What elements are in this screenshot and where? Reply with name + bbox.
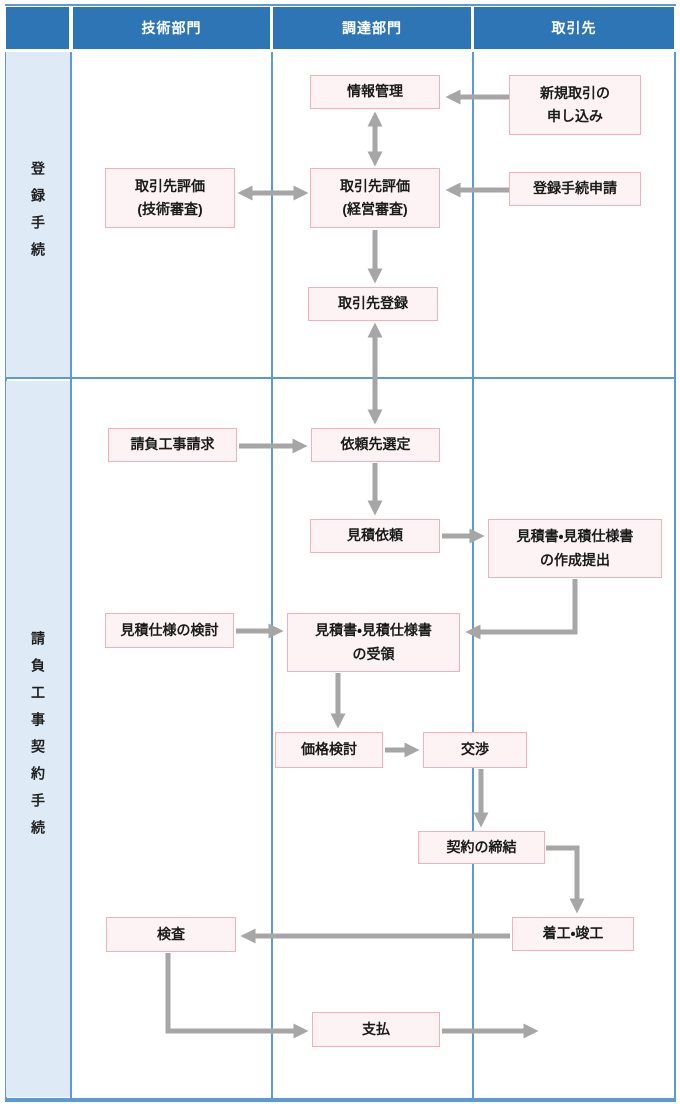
arrow-contract-conclusion-to-construction <box>546 845 585 914</box>
row-label-text: 登録手続 <box>30 160 46 269</box>
node-registration-application: 登録手続申請 <box>509 172 641 206</box>
node-inspection: 検査 <box>106 917 236 952</box>
row-divider <box>5 377 676 379</box>
lane-header-label: 取引先 <box>551 20 597 36</box>
arrow-inspection-to-payment <box>165 953 309 1039</box>
node-contractor-selection: 依頼先選定 <box>311 428 440 462</box>
lane-header-procurement-dept: 調達部門 <box>273 7 471 49</box>
node-estimate-preparation: 見積書・見積仕様書 の作成提出 <box>488 519 662 578</box>
node-work-request: 請負工事請求 <box>108 428 237 462</box>
table-top-border <box>5 4 676 6</box>
node-payment: 支払 <box>312 1012 440 1047</box>
node-price-review: 価格検討 <box>275 732 383 768</box>
node-supplier-eval-technical: 取引先評価 (技術審査) <box>105 168 235 228</box>
node-supplier-registration: 取引先登録 <box>308 287 438 321</box>
row-label-registration-procedure: 登録手続 <box>6 52 70 377</box>
node-estimate-request: 見積依頼 <box>310 519 440 553</box>
node-supplier-eval-management: 取引先評価 (経営審査) <box>310 168 440 228</box>
lane-header-label: 技術部門 <box>141 20 202 36</box>
node-negotiation: 交渉 <box>423 732 527 768</box>
node-info-mgmt: 情報管理 <box>310 75 440 109</box>
header-corner-cell <box>6 7 69 49</box>
lane-header-supplier: 取引先 <box>474 7 674 49</box>
row-label-text: 請負工事契約手続 <box>30 631 46 847</box>
node-contract-conclusion: 契約の締結 <box>418 831 545 864</box>
row-label-contract-work-procedure: 請負工事契約手続 <box>6 381 70 1097</box>
node-estimate-spec-review: 見積仕様の検討 <box>105 613 234 648</box>
node-estimate-receipt: 見積書・見積仕様書 の受領 <box>287 613 460 672</box>
node-new-deal-application: 新規取引の 申し込み <box>509 75 641 135</box>
table-bottom-border <box>5 1098 676 1102</box>
lane-divider-1 <box>271 52 273 1100</box>
lane-header-label: 調達部門 <box>342 20 402 36</box>
table-right-border <box>674 52 676 1100</box>
arrow-estimate-preparation-to-estimate-receipt <box>465 579 578 640</box>
lane-header-technical-dept: 技術部門 <box>73 7 270 49</box>
lane-divider-2 <box>472 52 474 1100</box>
node-construction: 着工・竣工 <box>512 917 634 951</box>
lane-divider-labels <box>70 52 72 1100</box>
